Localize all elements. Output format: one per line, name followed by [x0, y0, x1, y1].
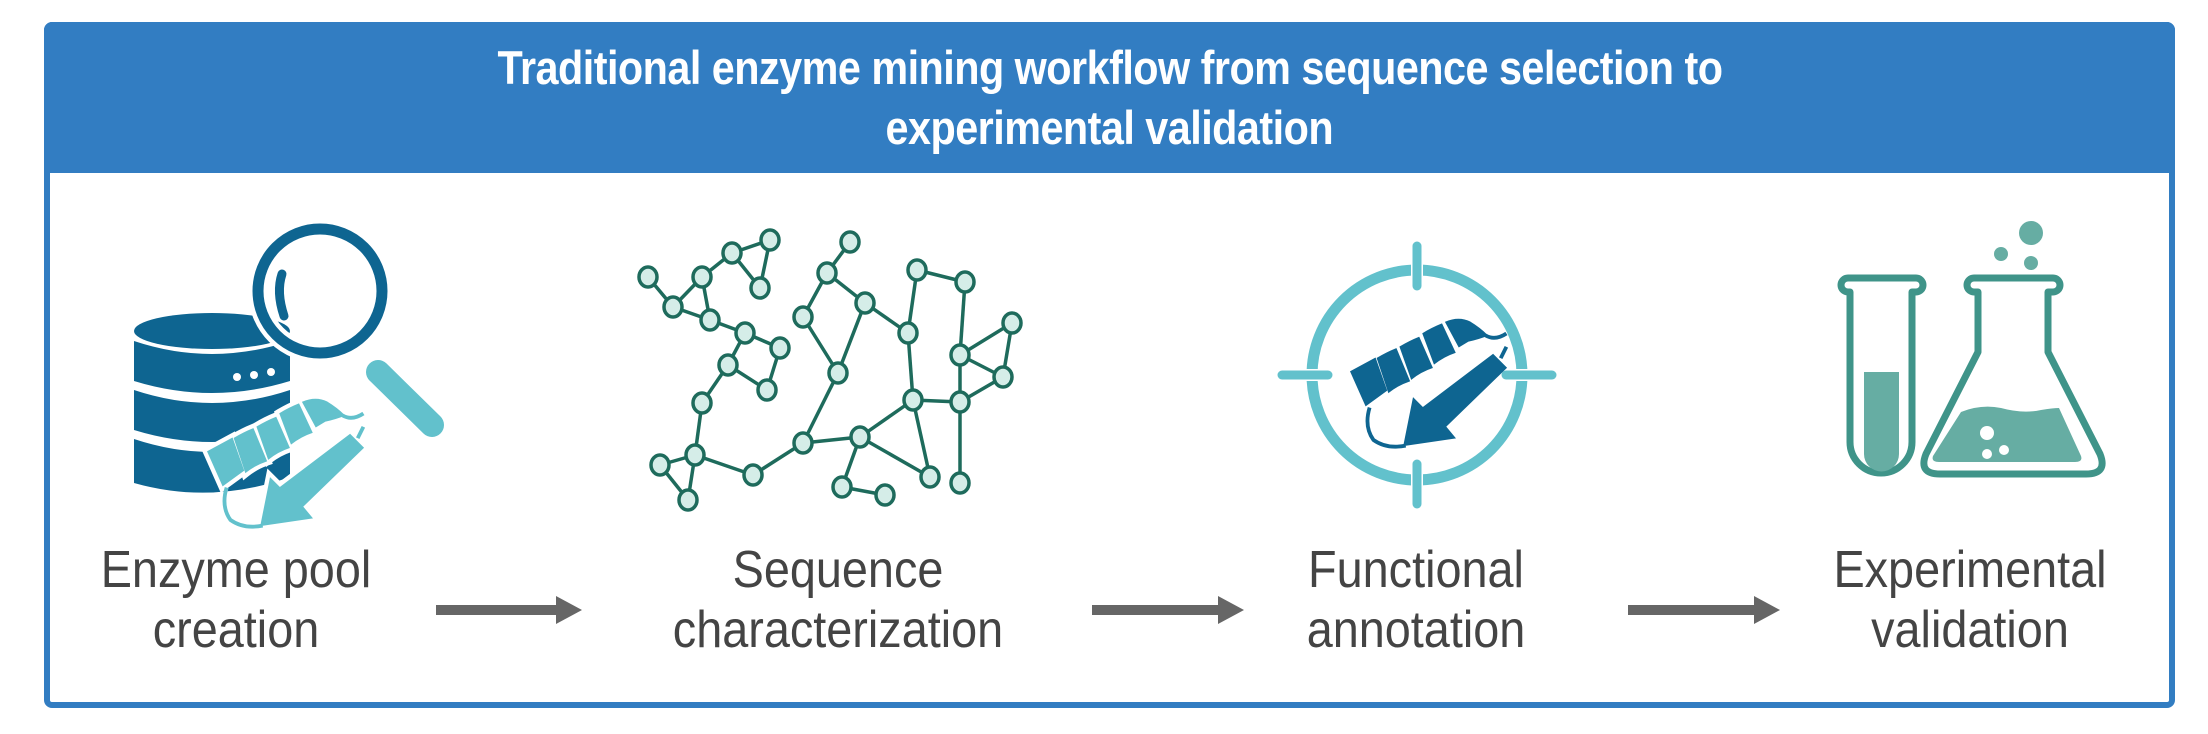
sequence-network-icon [637, 228, 1023, 512]
network-node [906, 258, 928, 282]
network-node [897, 321, 919, 345]
protein-icon [1348, 317, 1509, 449]
network-node [691, 391, 713, 415]
bubbles-icon [1994, 221, 2043, 270]
step-label-line: validation [1871, 601, 2069, 659]
network-node [684, 443, 706, 467]
network-node [742, 463, 764, 487]
network-node [749, 276, 771, 300]
network-node [677, 488, 699, 512]
step-label-line: creation [152, 601, 320, 659]
network-node [949, 390, 971, 414]
step-label-line: Experimental [1833, 541, 2107, 599]
title-line-2: experimental validation [885, 100, 1334, 154]
magnifier-icon [248, 219, 444, 437]
test-tube-icon [1837, 274, 1927, 477]
network-node [816, 261, 838, 285]
arrow-right-icon [436, 596, 582, 624]
step-label-enzyme-pool-creation: Enzyme pool creation [38, 540, 434, 660]
network-node [1001, 311, 1023, 335]
database-search-icon [134, 219, 444, 527]
network-node [637, 265, 659, 289]
network-node [769, 336, 791, 360]
network-node [792, 431, 814, 455]
crosshair-icon [1274, 238, 1560, 512]
network-node [717, 353, 739, 377]
network-node [849, 425, 871, 449]
title-line-1: Traditional enzyme mining workflow from … [497, 40, 1722, 94]
network-node [759, 228, 781, 252]
network-edge [958, 281, 967, 356]
arrow-right-icon [1628, 596, 1780, 624]
network-node [949, 343, 971, 367]
lab-glassware-icon [1837, 221, 2106, 478]
arrow-right-icon [1092, 596, 1244, 624]
network-node [874, 483, 896, 507]
network-node [919, 465, 941, 489]
network-node [699, 308, 721, 332]
network-node [839, 230, 861, 254]
network-node [902, 388, 924, 412]
network-node [649, 453, 671, 477]
step-label-line: annotation [1306, 601, 1526, 659]
step-label-functional-annotation: Functional annotation [1218, 540, 1614, 660]
network-edge [836, 302, 867, 374]
network-node [792, 305, 814, 329]
network-node [949, 471, 971, 495]
target-protein-icon [1274, 238, 1560, 512]
network-node [827, 361, 849, 385]
network-node [854, 291, 876, 315]
network-node [992, 365, 1014, 389]
network-node [756, 378, 778, 402]
network-node [954, 270, 976, 294]
network-edge [911, 399, 932, 478]
network-edge [859, 435, 931, 479]
network-node [831, 475, 853, 499]
step-label-line: Enzyme pool [100, 541, 372, 599]
flask-icon [1920, 274, 2106, 478]
network-node [734, 321, 756, 345]
step-label-line: characterization [672, 601, 1004, 659]
step-label-experimental-validation: Experimental validation [1772, 540, 2168, 660]
step-label-line: Sequence [732, 541, 944, 599]
step-label-sequence-characterization: Sequence characterization [640, 540, 1036, 660]
network-node [691, 265, 713, 289]
network-edge [801, 372, 840, 444]
step-label-line: Functional [1308, 541, 1524, 599]
network-node [662, 295, 684, 319]
network-node [721, 241, 743, 265]
title-banner: Traditional enzyme mining workflow from … [44, 22, 2175, 173]
